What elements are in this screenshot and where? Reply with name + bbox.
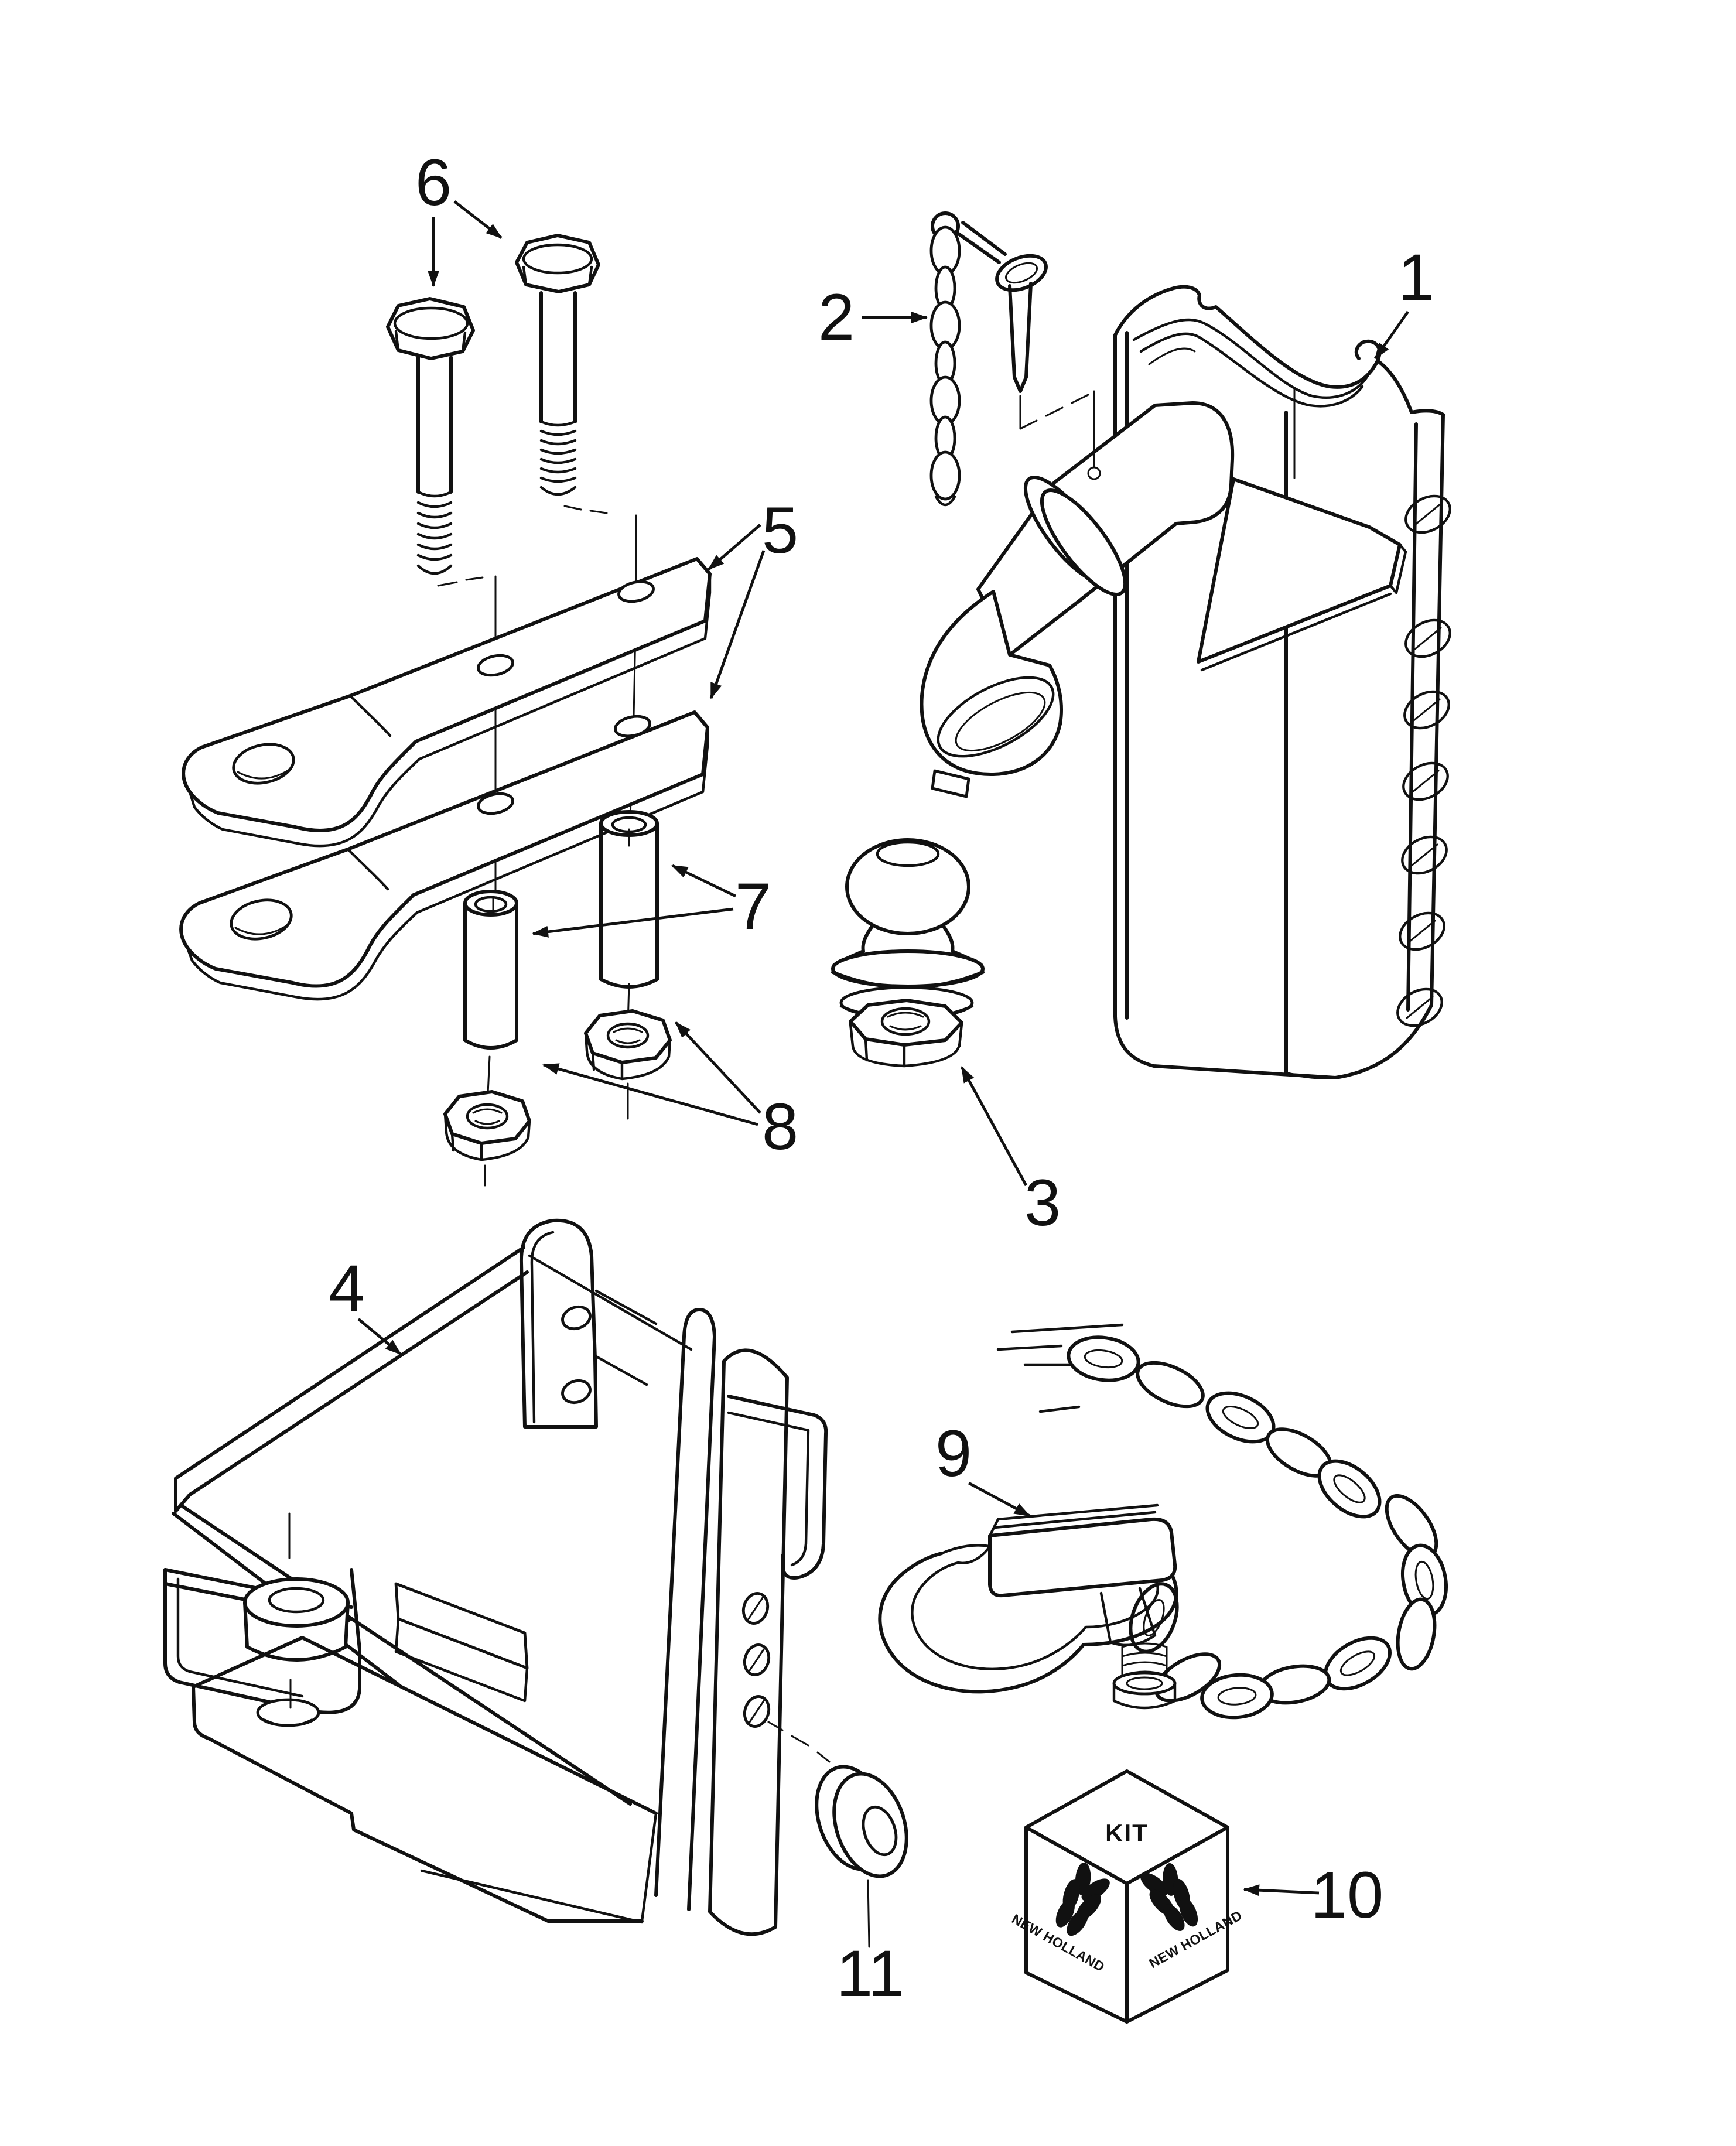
part-hitch-channel (920, 285, 1451, 1079)
callout-6: 6 (415, 146, 452, 219)
callout-10: 10 (1311, 1858, 1384, 1932)
callout-1: 1 (1398, 241, 1434, 314)
part-spacers (463, 810, 659, 1050)
leader-arrow-8b (542, 1063, 758, 1126)
leader-arrow-7a (671, 864, 737, 898)
leader-arrow-3 (960, 1066, 1028, 1187)
callout-9: 9 (935, 1417, 972, 1490)
leader-arrow-10 (1243, 1884, 1320, 1896)
part-kit-box: KIT NEW HOLLAND NEW HOLLAND (1009, 1769, 1245, 2024)
part-clevis-pin-chain (929, 211, 1095, 507)
part-bushing-washer (815, 1765, 908, 1948)
leader-arrow-6b (453, 200, 503, 239)
part-nuts (443, 1009, 672, 1161)
callout-3: 3 (1024, 1166, 1061, 1239)
callout-2: 2 (818, 281, 855, 354)
leader-arrow-4 (357, 1318, 402, 1355)
part-hitch-ball (831, 838, 985, 1068)
kit-box-top-label: KIT (1105, 1819, 1149, 1847)
leader-arrow-5b (709, 550, 766, 699)
leader-arrow-7b (532, 907, 734, 938)
callout-4: 4 (329, 1252, 365, 1325)
leader-arrow-5a (708, 524, 761, 570)
part-chain-hook (878, 1323, 1448, 1720)
leader-arrow-8a (675, 1021, 761, 1114)
callout-11: 11 (836, 1937, 904, 2010)
part-drawbar-plates (179, 557, 712, 1001)
channel-holes (1396, 494, 1451, 1027)
leader-arrow-1 (1374, 310, 1409, 360)
part-hex-bolts (386, 234, 608, 587)
part-mount-bracket (163, 1218, 831, 1936)
chain-links (1067, 1335, 1448, 1720)
callout-7: 7 (735, 870, 771, 943)
callout-5: 5 (762, 494, 798, 567)
leader-arrow-9 (968, 1481, 1031, 1518)
callout-8: 8 (762, 1090, 798, 1163)
callouts: 6 2 1 5 7 8 3 4 9 10 11 (329, 146, 1434, 2010)
